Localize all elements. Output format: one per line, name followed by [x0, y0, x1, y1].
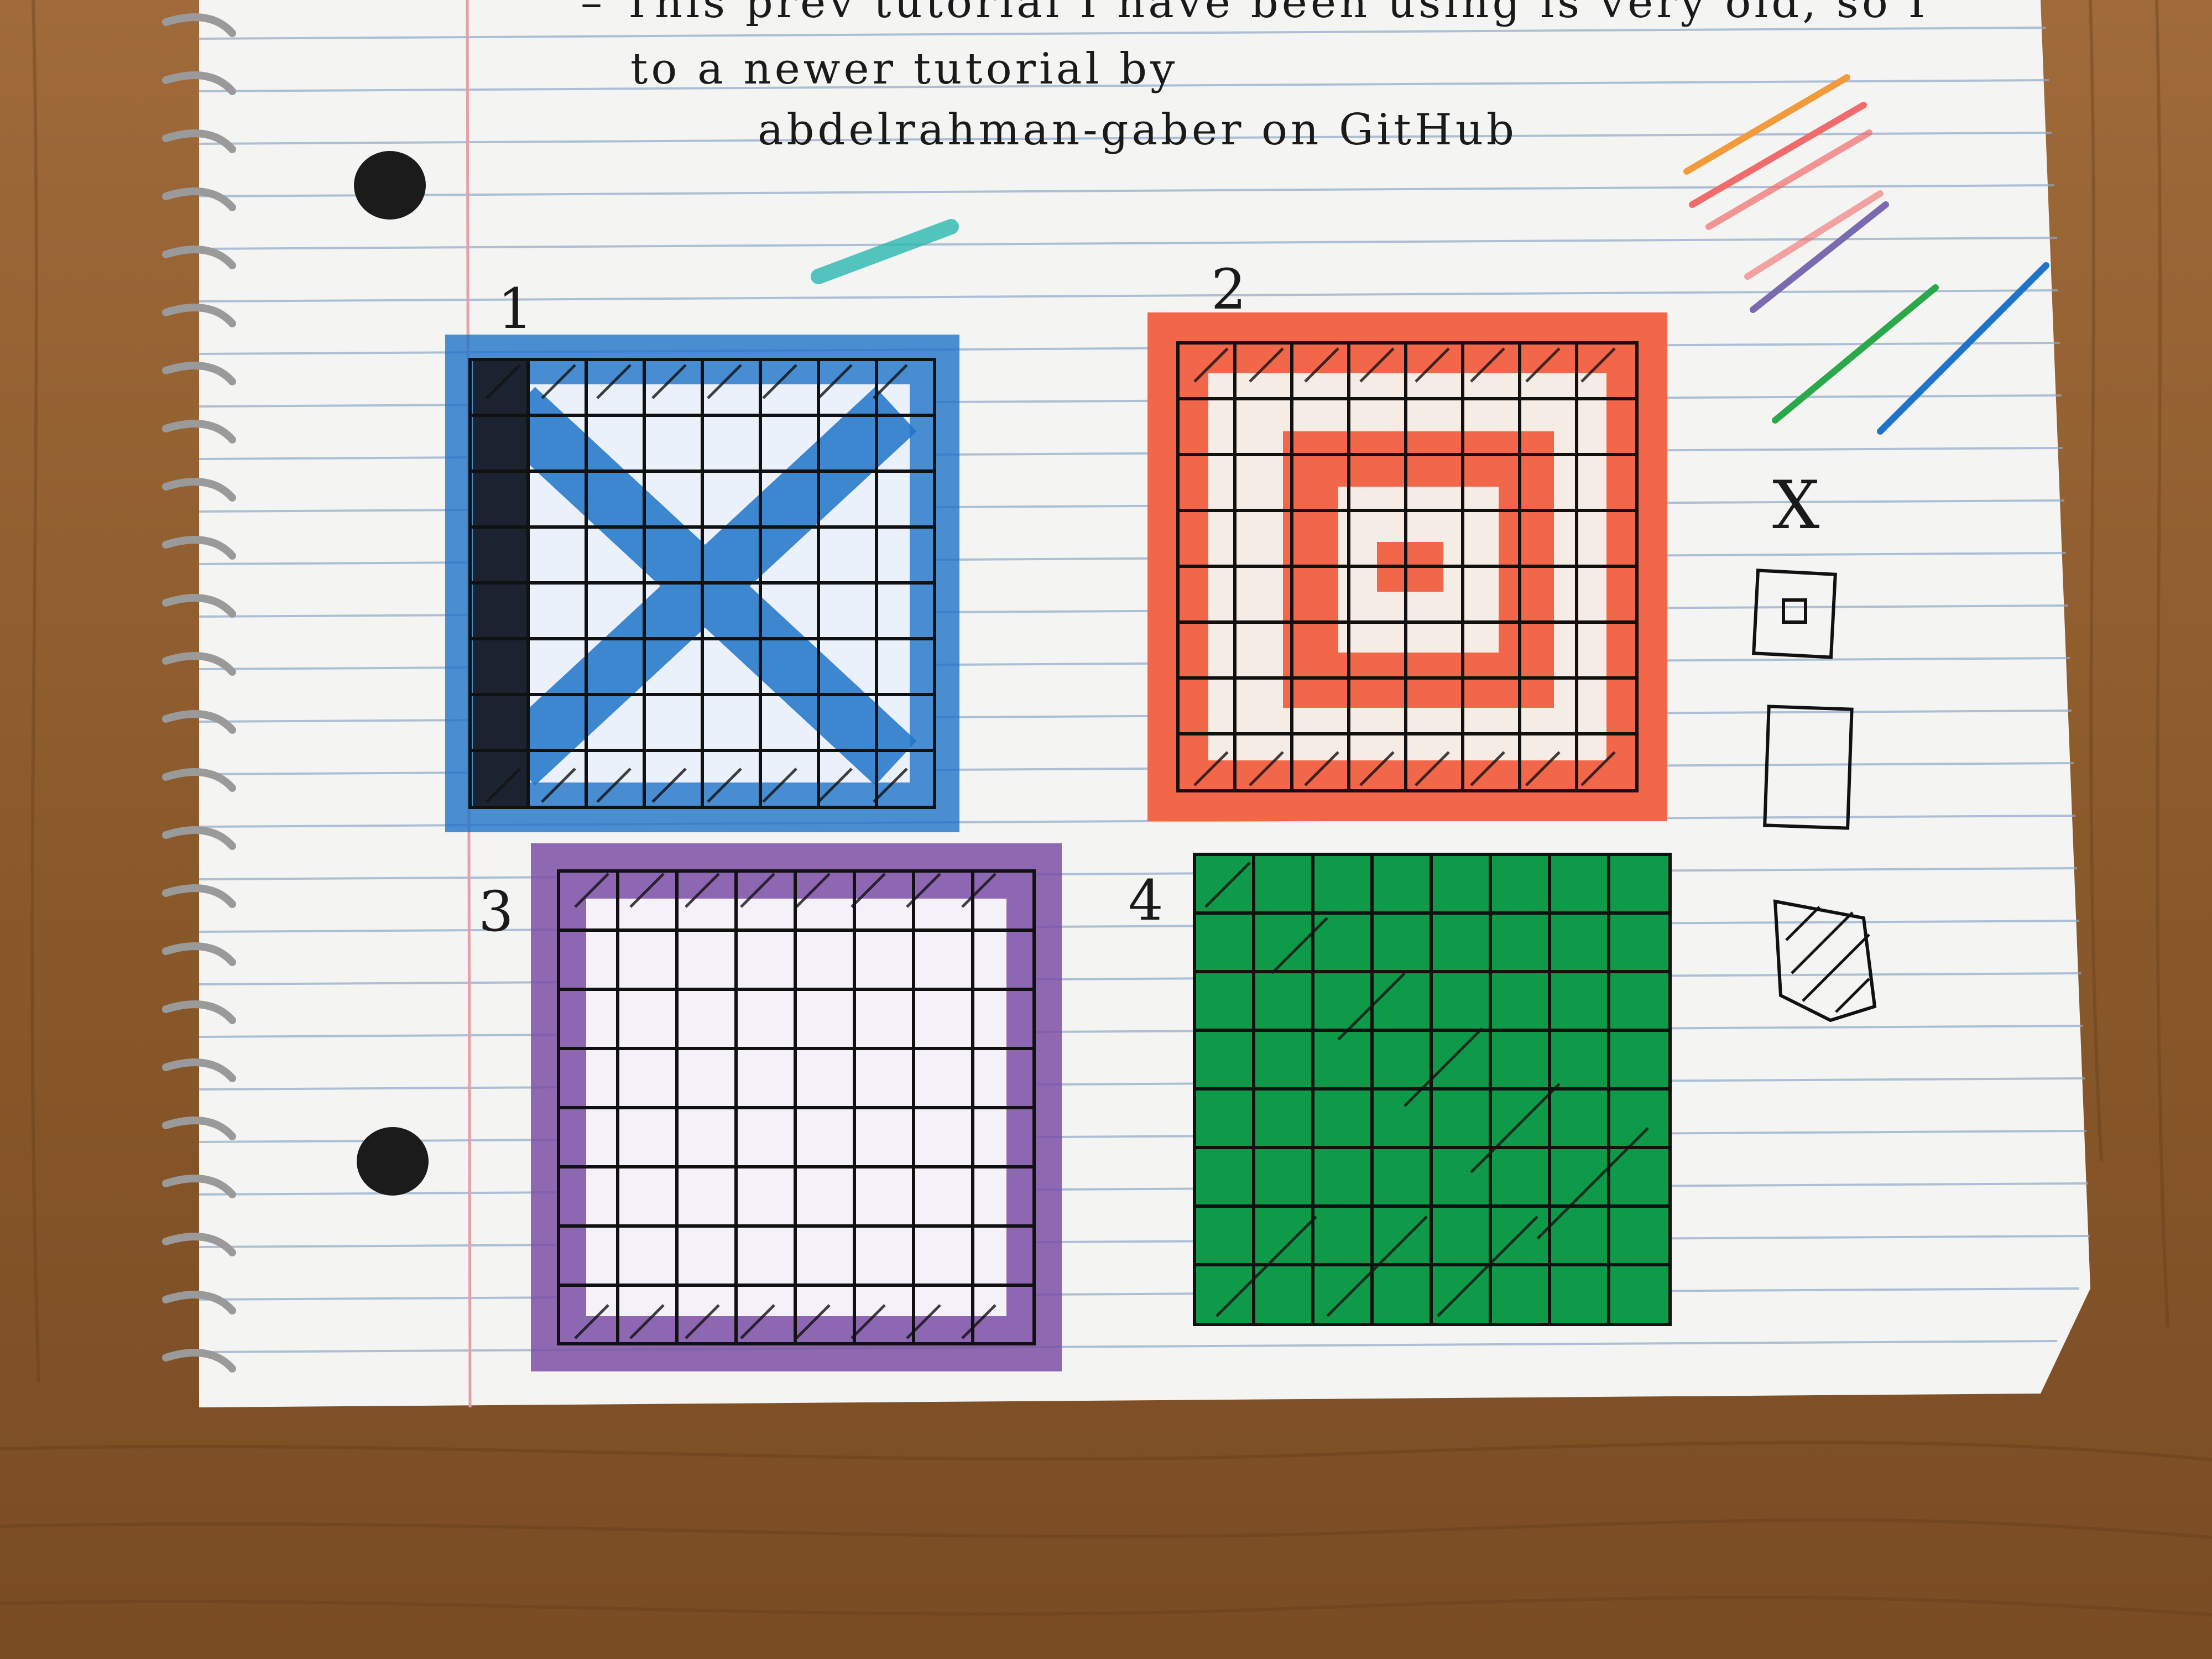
note-line-2: to a newer tutorial by: [630, 44, 1178, 94]
figure-number-3: 3: [478, 879, 514, 944]
note-line-3: abdelrahman-gaber on GitHub: [758, 105, 1517, 155]
note-line-1: – This prev tutorial I have been using i…: [581, 0, 1929, 28]
legend-x-symbol: X: [1772, 467, 1820, 544]
figure-number-1: 1: [498, 276, 533, 341]
figure-number-4: 4: [1128, 868, 1164, 933]
figure-number-2: 2: [1211, 257, 1246, 322]
